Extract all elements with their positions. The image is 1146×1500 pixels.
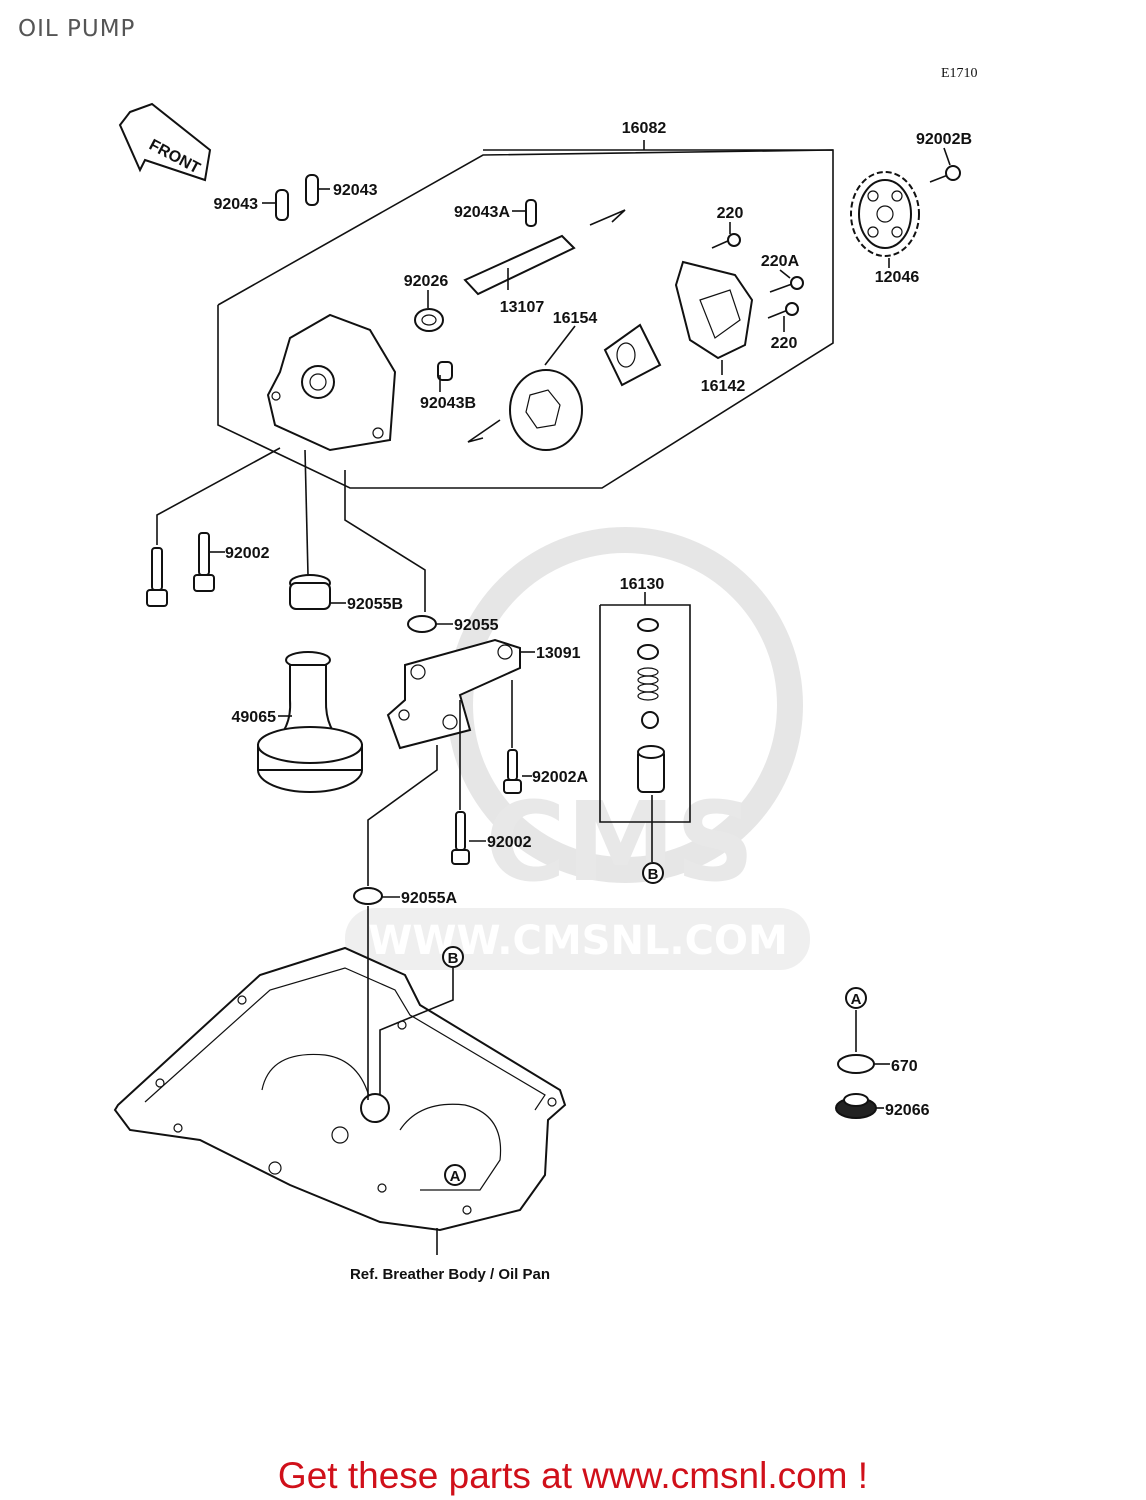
label-92002b: 92002B [916,131,972,148]
callout-a-oil-pan: A [444,1164,466,1186]
label-16142: 16142 [701,378,746,395]
label-92055b: 92055B [347,596,403,613]
outer-rotor [509,369,583,451]
drain-plug-92066 [835,1093,877,1119]
inner-rotor [603,323,662,387]
oil-pan [113,946,567,1232]
oil-strainer [257,651,363,793]
bolt-92002-left [146,547,168,607]
label-670: 670 [891,1058,918,1075]
svg-text:A: A [851,991,862,1008]
dowel-pin-92043a [525,199,537,227]
o-ring-92055a [353,887,383,905]
callout-a-drain: A [845,987,867,1009]
watermark-url: WWW.CMSNL.COM [368,918,788,964]
diagram-code: E1710 [941,66,978,81]
reference-note: Ref. Breather Body / Oil Pan [350,1266,550,1283]
label-92055a: 92055A [401,890,457,907]
label-13107: 13107 [500,299,545,316]
svg-text:A: A [450,1168,461,1185]
page-title: OIL PUMP [18,16,136,42]
label-92002-upper: 92002 [225,545,270,562]
watermark-brand: CMS [485,778,754,906]
label-92043a: 92043A [454,204,510,221]
sprocket [850,171,920,257]
pump-body [266,313,397,452]
oil-pipe [386,638,521,750]
bolt-92002a [503,680,522,794]
svg-text:B: B [448,950,459,967]
dowel-pin-right [305,174,319,206]
pin-92043b [437,361,453,381]
svg-text:B: B [648,866,659,883]
label-92043-left: 92043 [214,196,259,213]
dowel-pin-left [275,189,289,221]
label-220a: 220A [761,253,800,270]
label-92043-right: 92043 [333,182,378,199]
gasket-670 [837,1054,875,1074]
label-92043b: 92043B [420,395,476,412]
pump-assembly-outline [217,140,834,489]
label-16082: 16082 [622,120,667,137]
pump-shaft [463,234,576,296]
footer-link[interactable]: Get these parts at www.cmsnl.com ! [277,1455,869,1496]
callout-b-oil-pan: B [442,946,464,968]
bolt-92002-right [193,532,215,592]
label-12046: 12046 [875,269,920,286]
seal-92055b [289,574,331,610]
relief-valve-group [599,592,691,862]
screw-220-top [711,233,741,249]
bolt-92002-lower [451,700,470,865]
label-16154: 16154 [553,310,598,327]
assembly-arrow-up [589,209,626,226]
label-16130: 16130 [620,576,665,593]
assembly-arrow-down [467,419,501,443]
pump-cover [674,260,754,360]
callout-b-relief: B [642,862,664,884]
oil-seal [414,308,444,332]
bolt-92002b [929,165,961,183]
label-92002a: 92002A [532,769,588,786]
label-92066: 92066 [885,1102,930,1119]
o-ring-92055 [407,615,437,633]
label-220-bottom: 220 [771,335,798,352]
label-220-top: 220 [717,205,744,222]
label-92002-lower: 92002 [487,834,532,851]
screw-220a [769,276,804,293]
label-49065: 49065 [232,709,277,726]
screw-220-bottom [767,302,799,319]
front-arrow: FRONT [118,102,212,182]
label-13091: 13091 [536,645,581,662]
label-92026: 92026 [404,273,449,290]
label-92055: 92055 [454,617,499,634]
